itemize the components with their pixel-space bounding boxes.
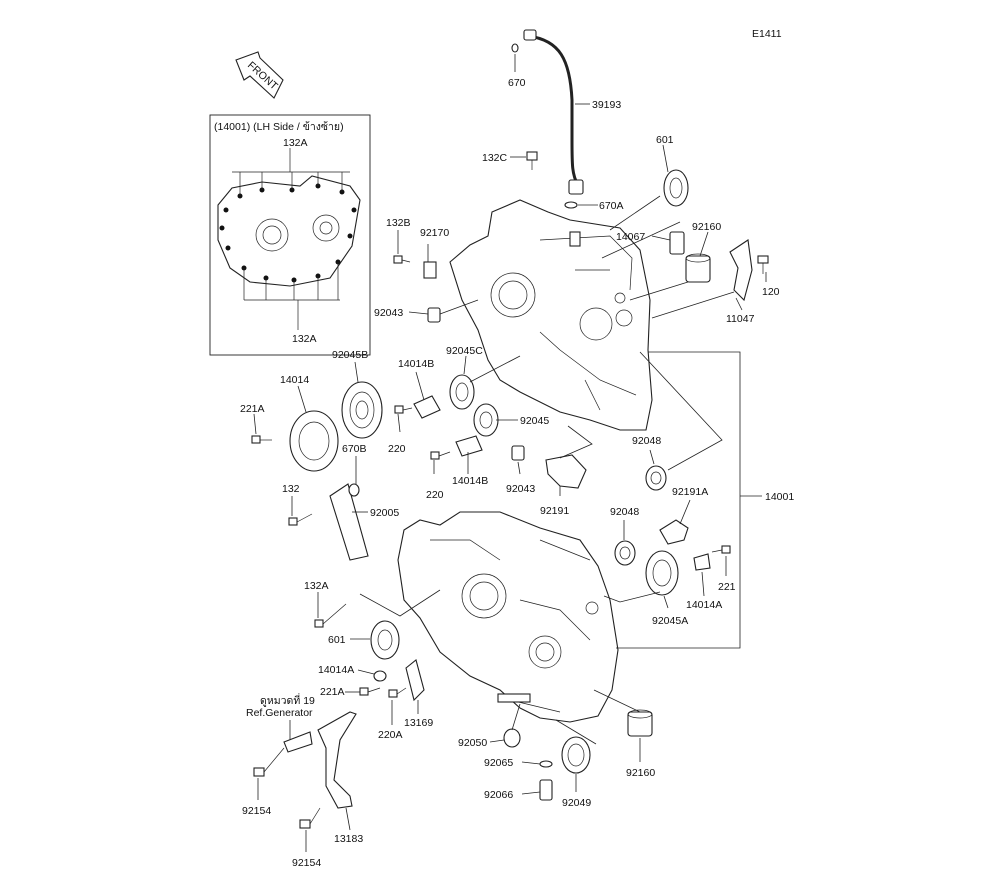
label-92045B: 92045B bbox=[332, 349, 368, 361]
label-14001: 14001 bbox=[765, 491, 794, 503]
label-92066: 92066 bbox=[484, 789, 513, 801]
label-92048-b: 92048 bbox=[610, 506, 639, 518]
label-92160-b: 92160 bbox=[626, 767, 655, 779]
label-92191: 92191 bbox=[540, 505, 569, 517]
label-14014B-top: 14014B bbox=[398, 358, 434, 370]
seal-92050 bbox=[503, 728, 521, 748]
front-arrow-icon: FRONT bbox=[235, 51, 284, 99]
label-120: 120 bbox=[762, 286, 780, 298]
label-14014A-r: 14014A bbox=[686, 599, 722, 611]
label-92045A: 92045A bbox=[652, 615, 688, 627]
bearing-92045A bbox=[645, 550, 679, 596]
label-92005: 92005 bbox=[370, 507, 399, 519]
label-92049: 92049 bbox=[562, 797, 591, 809]
ref-note-line1: ดูหมวดที่ 19 bbox=[260, 693, 315, 707]
lower-crankcase bbox=[397, 511, 619, 723]
bearing-601-bottom bbox=[370, 620, 400, 660]
bracket-92170 bbox=[423, 261, 437, 279]
label-92160-top: 92160 bbox=[692, 221, 721, 233]
plug-92066 bbox=[539, 779, 553, 801]
collar-92160-bottom bbox=[627, 709, 653, 737]
label-11047: 11047 bbox=[726, 313, 755, 325]
inset-label-bottom: 132A bbox=[292, 333, 317, 345]
label-14014A-l: 14014A bbox=[318, 664, 354, 676]
bolt-120 bbox=[757, 255, 769, 274]
inset-label-top: 132A bbox=[283, 137, 308, 149]
label-601-top: 601 bbox=[656, 134, 674, 146]
label-14014: 14014 bbox=[280, 374, 309, 386]
cover-14014 bbox=[289, 410, 339, 472]
label-92050: 92050 bbox=[458, 737, 487, 749]
label-132: 132 bbox=[282, 483, 300, 495]
ref-generator-note: ดูหมวดที่ 19 Ref.Generator bbox=[246, 693, 315, 740]
label-221A: 221A bbox=[240, 403, 265, 415]
label-13183: 13183 bbox=[334, 833, 363, 845]
label-221A-b: 221A bbox=[320, 686, 345, 698]
bearing-92045 bbox=[473, 403, 499, 437]
oil-pipe-group bbox=[511, 29, 584, 209]
guide-13169 bbox=[405, 659, 425, 702]
seal-92048-bottom bbox=[614, 540, 636, 566]
sensor-92191 bbox=[545, 454, 587, 489]
washer-92065 bbox=[539, 760, 553, 768]
bearing-92045B bbox=[341, 381, 383, 439]
upper-crankcase bbox=[449, 199, 653, 431]
label-92065: 92065 bbox=[484, 757, 513, 769]
inset-lh-side: (14001) (LH Side / ข้างซ้าย) 132A 132A bbox=[209, 114, 371, 356]
label-92043-b: 92043 bbox=[506, 483, 535, 495]
small-bolts bbox=[251, 255, 731, 829]
label-14014B-b: 14014B bbox=[452, 475, 488, 487]
label-601-b: 601 bbox=[328, 634, 346, 646]
label-92170: 92170 bbox=[420, 227, 449, 239]
seal-92048-top bbox=[645, 465, 667, 491]
bracket-13183 bbox=[317, 711, 357, 809]
sleeve-14067 bbox=[669, 231, 685, 255]
leader-lines bbox=[253, 144, 767, 852]
bearing-601-top bbox=[663, 169, 689, 207]
label-670A: 670A bbox=[599, 200, 624, 212]
plate-14014B-b bbox=[455, 435, 483, 457]
diagram-id: E1411 bbox=[752, 28, 782, 40]
label-221: 221 bbox=[718, 581, 736, 593]
label-132B: 132B bbox=[386, 217, 411, 229]
pin-92043-bottom bbox=[511, 445, 525, 461]
label-670B: 670B bbox=[342, 443, 367, 455]
label-220-b: 220 bbox=[426, 489, 444, 501]
label-220-a: 220 bbox=[388, 443, 406, 455]
label-13169: 13169 bbox=[404, 717, 433, 729]
part-labels: 670 39193 132C 670A 601 14067 92160 120 … bbox=[240, 77, 794, 869]
inset-title: (14001) (LH Side / ข้างซ้าย) bbox=[214, 121, 344, 133]
label-92191A: 92191A bbox=[672, 486, 708, 498]
label-132A: 132A bbox=[304, 580, 329, 592]
label-92154-b: 92154 bbox=[292, 857, 321, 869]
bracket-11047 bbox=[729, 239, 753, 302]
label-92154-a: 92154 bbox=[242, 805, 271, 817]
plate-14014B bbox=[413, 395, 441, 419]
seal-92049 bbox=[561, 736, 591, 774]
guide-92005 bbox=[329, 483, 369, 561]
pin-92043-top bbox=[427, 307, 441, 323]
bracket-ref-generator bbox=[283, 731, 313, 753]
label-92043-top: 92043 bbox=[374, 307, 403, 319]
collar-92160-top bbox=[685, 253, 711, 283]
label-132C: 132C bbox=[482, 152, 508, 164]
label-92048-top: 92048 bbox=[632, 435, 661, 447]
sensor-92191A bbox=[659, 519, 689, 545]
label-14067: 14067 bbox=[616, 231, 645, 243]
label-220A: 220A bbox=[378, 729, 403, 741]
ref-note-line2: Ref.Generator bbox=[246, 707, 313, 719]
label-670: 670 bbox=[508, 77, 526, 89]
bearing-92045C bbox=[449, 374, 475, 410]
label-39193: 39193 bbox=[592, 99, 621, 111]
label-92045: 92045 bbox=[520, 415, 549, 427]
plate-14014A-r bbox=[693, 553, 711, 571]
label-92045C: 92045C bbox=[446, 345, 483, 357]
